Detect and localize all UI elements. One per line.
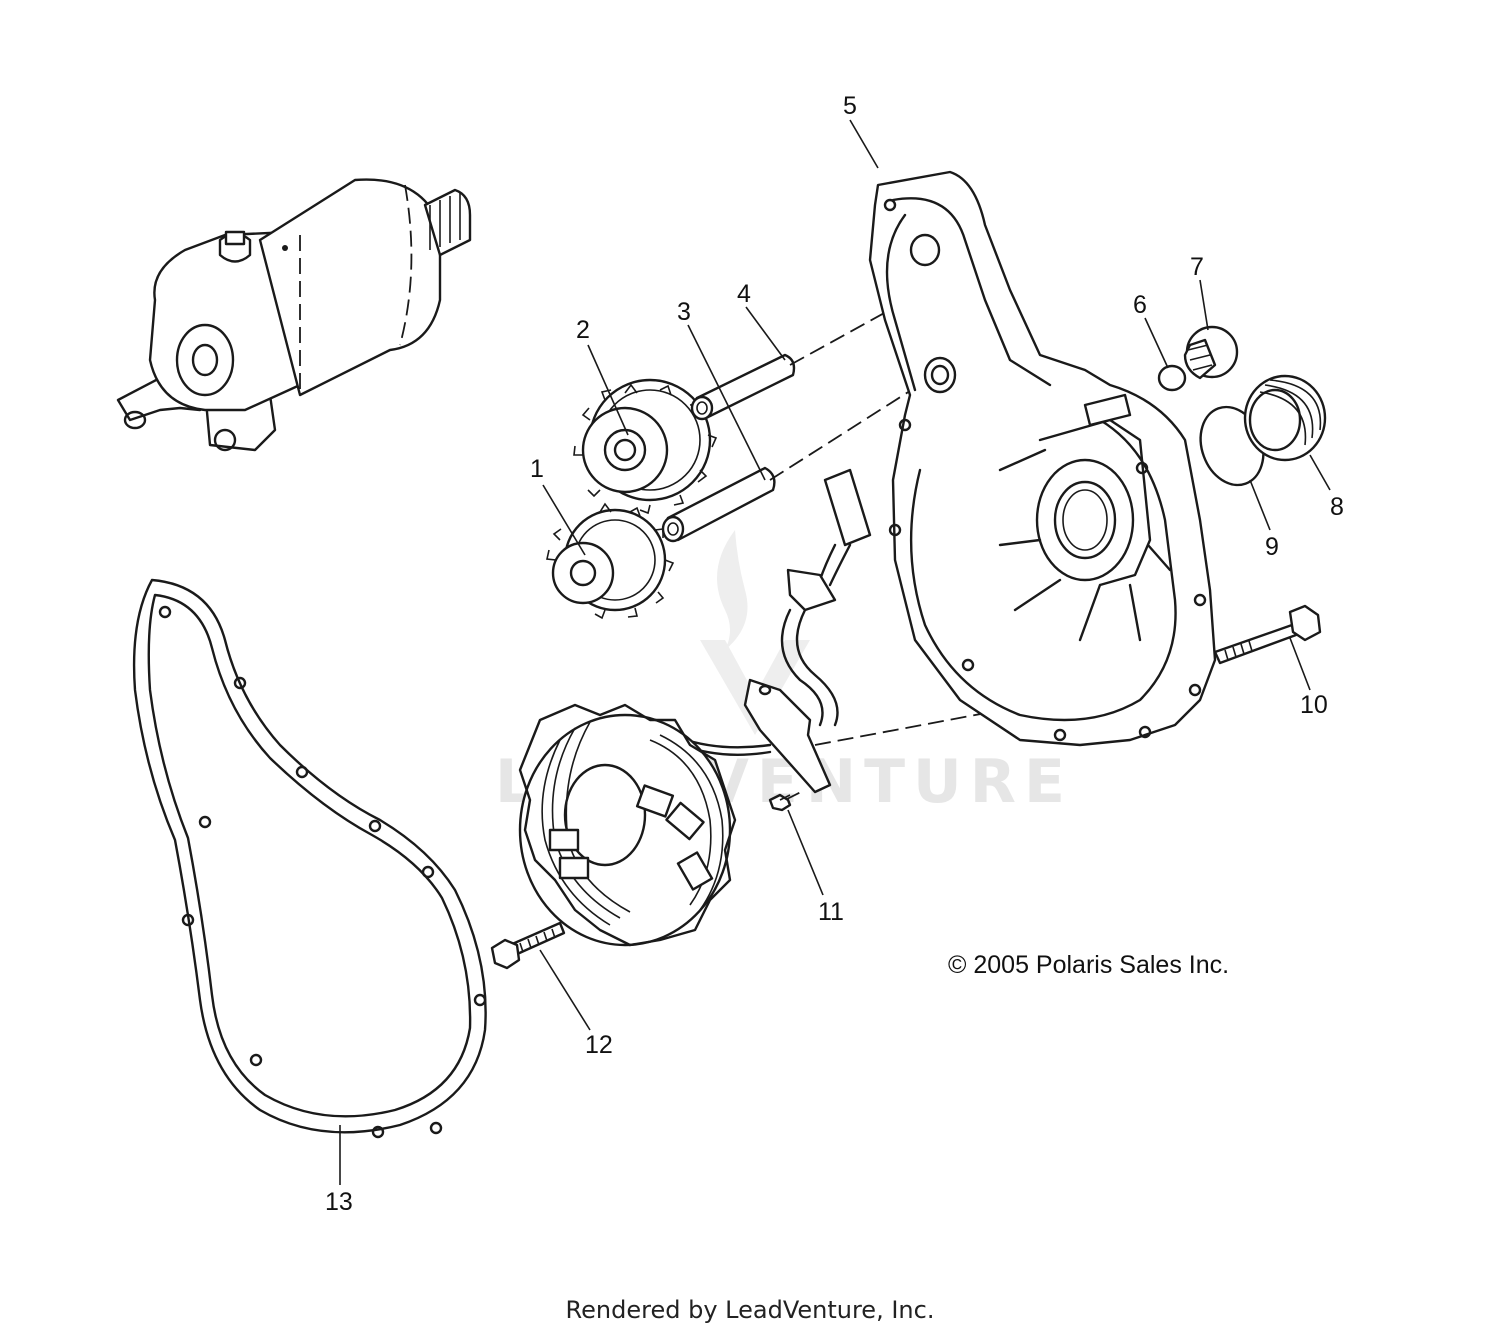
callout-4: 4: [737, 280, 751, 308]
callout-3: 3: [677, 298, 691, 326]
cap-8: [1243, 374, 1327, 462]
stator: [518, 703, 737, 947]
wiring-harness: [678, 468, 872, 794]
cover-5: [868, 170, 1217, 747]
rendered-by-footer: Rendered by LeadVenture, Inc.: [565, 1296, 935, 1324]
callout-11: 11: [818, 898, 844, 926]
callout-numbers: 1 2 3 4 5 6 7 8 9 10 11 12 13: [325, 92, 1344, 1216]
screw-11: [768, 793, 792, 812]
callout-5: 5: [843, 92, 857, 120]
callout-1: 1: [530, 455, 544, 483]
o-ring-6: [1157, 364, 1187, 392]
plug-7: [1183, 325, 1239, 380]
callout-6: 6: [1133, 291, 1147, 319]
gear-2: [573, 378, 718, 515]
leader-lines: [339, 119, 1331, 1185]
copyright-text: © 2005 Polaris Sales Inc.: [948, 951, 1229, 979]
callout-8: 8: [1330, 493, 1344, 521]
bolt-10: [1213, 604, 1322, 665]
bolt-12: [490, 921, 566, 970]
callout-9: 9: [1265, 533, 1279, 561]
callout-13: 13: [325, 1188, 353, 1216]
starter-motor: [116, 178, 472, 452]
callout-2: 2: [576, 316, 590, 344]
gasket-13: [132, 578, 487, 1139]
gear-1: [546, 502, 675, 620]
callout-10: 10: [1300, 691, 1328, 719]
callout-7: 7: [1190, 253, 1204, 281]
callout-12: 12: [585, 1031, 613, 1059]
